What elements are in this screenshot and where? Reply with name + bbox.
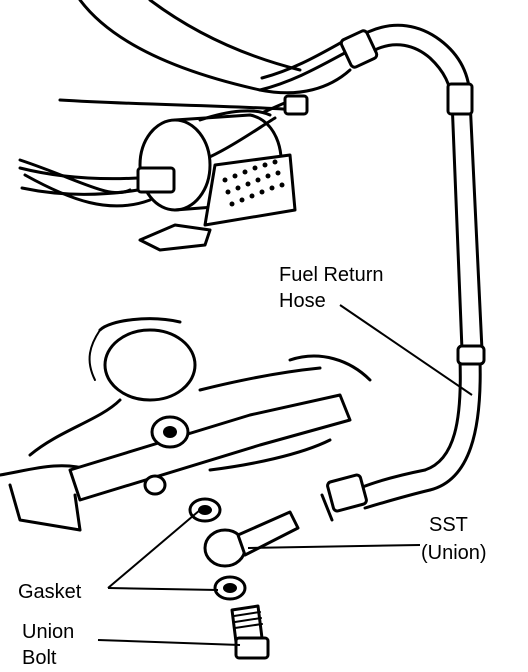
union-parts [188,497,300,660]
upper-fuel-hose [258,23,472,116]
label-union-bolt-line2: Bolt [22,647,57,669]
label-fuel-return-hose-line2: Hose [279,290,326,312]
label-union: (Union) [421,542,487,564]
leader-lines [97,304,473,646]
label-union-bolt-line1: Union [22,621,74,643]
label-fuel-return-hose-line1: Fuel Return [279,264,384,286]
fuel-filter [18,113,297,252]
fuel-return-hose [320,82,486,522]
label-sst: SST [429,514,468,536]
label-gasket: Gasket [18,581,82,603]
filter-holes [222,159,285,207]
delivery-pipe-assembly [0,317,372,532]
